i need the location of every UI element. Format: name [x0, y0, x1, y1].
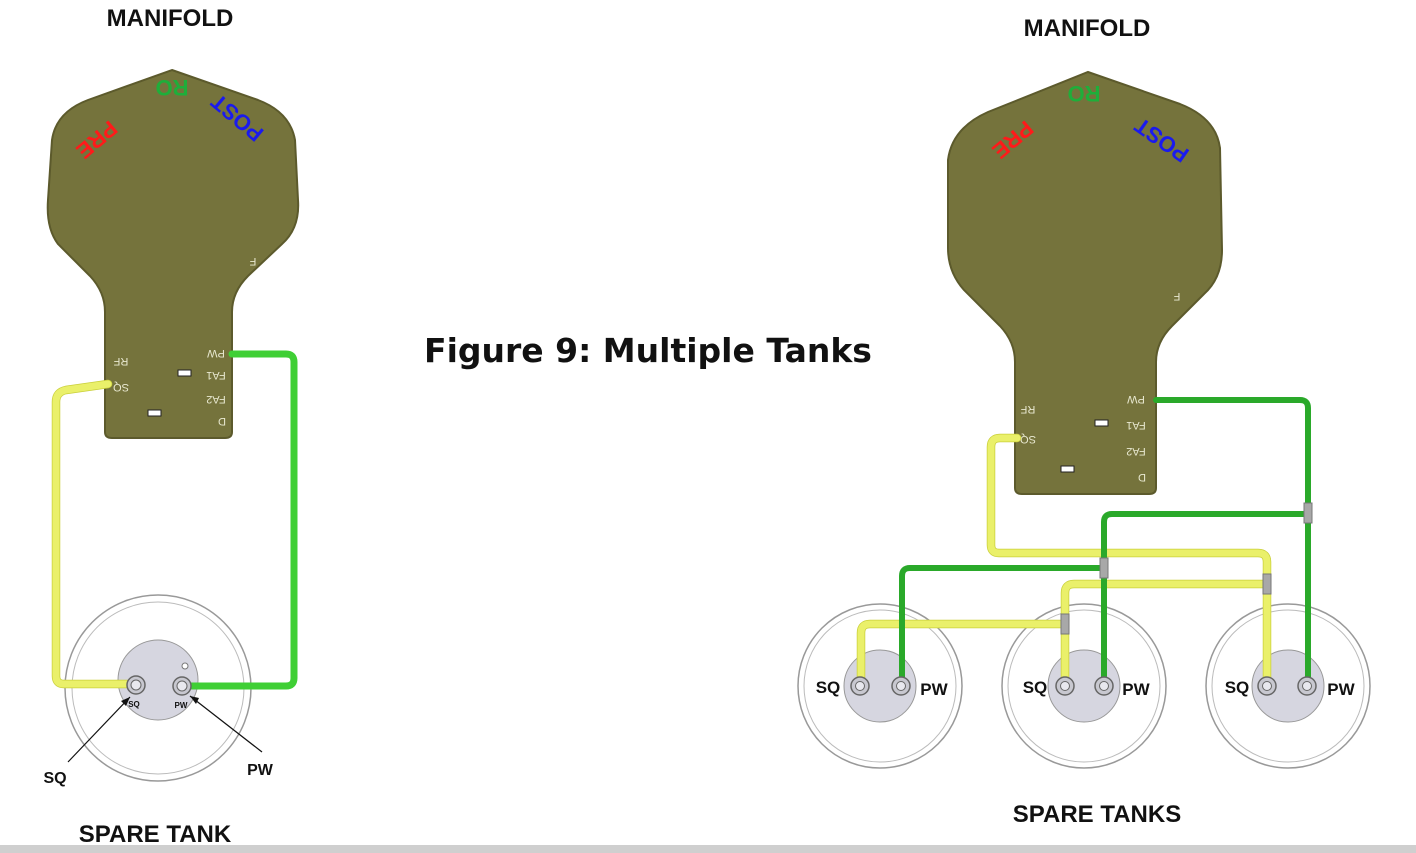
rf-marking: RF	[113, 355, 128, 367]
pw-callout-label: PW	[247, 762, 274, 779]
tank-1-pw-label: PW	[920, 680, 948, 699]
d-marking: D	[218, 415, 226, 427]
f-marking: F	[249, 255, 256, 267]
right-pw-port-marking: PW	[1127, 393, 1145, 405]
left-pw-fitting	[172, 676, 192, 696]
right-pw-tubes	[899, 397, 1311, 687]
bottom-divider	[0, 845, 1416, 853]
left-pw-tube	[180, 350, 298, 690]
left-fitting-pw-label: PW	[175, 701, 188, 710]
sq-callout-label: SQ	[43, 770, 66, 787]
tank-2-sq-label: SQ	[1023, 678, 1048, 697]
right-fittings	[850, 676, 1317, 696]
right-d-marking: D	[1138, 471, 1146, 483]
right-manifold-label: MANIFOLD	[1024, 15, 1151, 42]
right-tank-1	[797, 603, 963, 769]
ro-marking: RO	[156, 75, 189, 100]
pw-callout-arrow	[190, 696, 199, 704]
figure-title: Figure 9: Multiple Tanks	[424, 331, 872, 370]
left-sq-fitting	[126, 675, 146, 695]
right-fa1-marking: FA1	[1126, 419, 1146, 431]
sq-callout-arrow	[121, 697, 130, 706]
left-spare-tank	[64, 594, 252, 782]
right-spare-tanks-label: SPARE TANKS	[1013, 801, 1181, 828]
right-manifold: PRE RO POST F PW FA1 FA2 D RF SQ	[947, 70, 1224, 495]
tank-1-sq-label: SQ	[816, 678, 841, 697]
tee-connectors	[1060, 502, 1313, 635]
fa2-slot	[147, 409, 162, 417]
sq-port-marking: SQ	[113, 381, 129, 393]
right-sq-port-marking: SQ	[1020, 433, 1036, 445]
tank-3-sq-label: SQ	[1225, 678, 1250, 697]
right-fa1-slot	[1094, 419, 1109, 427]
fa1-slot	[177, 369, 192, 377]
sq-callout-line	[67, 696, 131, 763]
pw-callout-line	[189, 695, 263, 753]
fa1-marking: FA1	[206, 369, 226, 381]
left-diagram: MANIFOLD PRE RO POST F PW FA1 FA2 D RF S…	[43, 5, 300, 848]
tank-3-pw-label: PW	[1327, 680, 1355, 699]
tank-2-pw-label: PW	[1122, 680, 1150, 699]
right-sq-tubes	[856, 433, 1272, 689]
right-ro-marking: RO	[1068, 81, 1101, 106]
right-fa2-marking: FA2	[1126, 445, 1146, 457]
left-sq-tube	[52, 380, 137, 688]
right-fa2-slot	[1060, 465, 1075, 473]
pw-port-marking: PW	[207, 347, 225, 359]
left-fitting-sq-label: SQ	[128, 700, 140, 709]
right-diagram: MANIFOLD PRE RO POST F PW FA1 FA2 D RF S…	[797, 15, 1371, 828]
right-f-marking: F	[1173, 290, 1180, 302]
fa2-marking: FA2	[206, 393, 226, 405]
left-manifold: PRE RO POST F PW FA1 FA2 D RF SQ	[46, 68, 300, 439]
left-manifold-label: MANIFOLD	[107, 5, 234, 32]
left-spare-tank-label: SPARE TANK	[79, 821, 232, 848]
right-rf-marking: RF	[1020, 403, 1035, 415]
